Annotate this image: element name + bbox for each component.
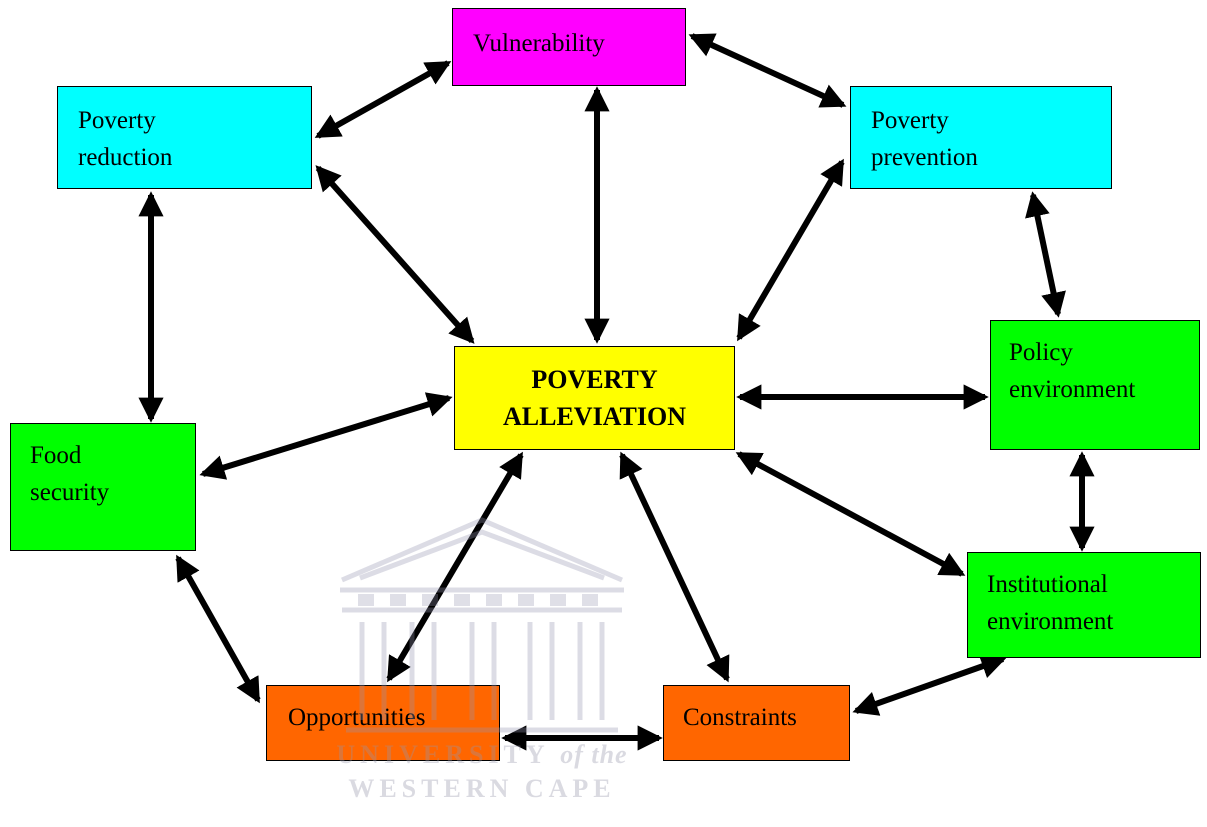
constraints-box: Constraints — [663, 685, 850, 761]
institutional-environment-line1: Institutional — [987, 571, 1108, 598]
poverty-prevention-line2: prevention — [871, 144, 978, 171]
arrow-vulnerability-poverty-prevention — [688, 33, 847, 108]
poverty-prevention-line1: Poverty — [871, 107, 949, 134]
food-security-box: Food security — [10, 423, 196, 551]
policy-environment-line1: Policy — [1009, 339, 1073, 366]
arrow-poverty-alleviation-opportunities — [386, 451, 524, 683]
poverty-reduction-line2: reduction — [78, 144, 173, 171]
poverty-alleviation-line2: ALLEVIATION — [502, 402, 686, 431]
food-security-line2: security — [30, 479, 110, 506]
poverty-alleviation-box: POVERTY ALLEVIATION — [454, 346, 735, 450]
institutional-environment-box: Institutional environment — [967, 552, 1201, 658]
arrow-constraints-institutional-environment — [852, 654, 1007, 716]
institutional-environment-line2: environment — [987, 608, 1114, 635]
arrow-poverty-prevention-poverty-alleviation — [736, 158, 845, 342]
poverty-prevention-box: Poverty prevention — [850, 86, 1112, 189]
food-security-line1: Food — [30, 442, 82, 469]
arrow-poverty-alleviation-food-security — [199, 392, 453, 480]
arrow-poverty-prevention-policy-environment — [1025, 191, 1066, 318]
arrow-food-security-opportunities — [175, 554, 261, 704]
arrow-poverty-alleviation-constraints — [619, 451, 730, 683]
vulnerability-label: Vulnerability — [473, 30, 605, 57]
opportunities-label: Opportunities — [288, 704, 426, 731]
vulnerability-box: Vulnerability — [452, 8, 686, 86]
poverty-reduction-box: Poverty reduction — [57, 86, 312, 189]
arrow-poverty-alleviation-institutional-environment — [735, 451, 966, 577]
arrow-poverty-reduction-vulnerability — [314, 60, 452, 139]
constraints-label: Constraints — [683, 704, 797, 731]
opportunities-box: Opportunities — [266, 685, 500, 761]
poverty-reduction-line1: Poverty — [78, 107, 156, 134]
arrow-poverty-reduction-poverty-alleviation — [315, 165, 475, 344]
policy-environment-box: Policy environment — [990, 320, 1200, 450]
poverty-alleviation-line1: POVERTY — [531, 365, 658, 394]
policy-environment-line2: environment — [1009, 376, 1136, 403]
